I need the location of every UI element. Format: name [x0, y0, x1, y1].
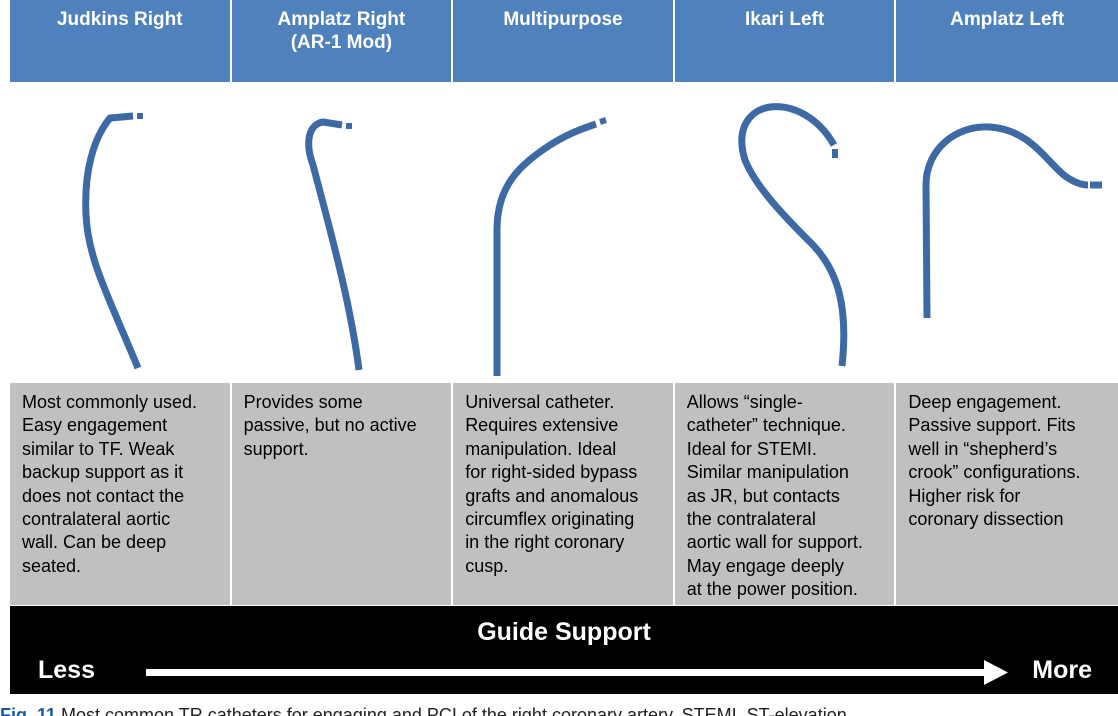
caption-text: Most common TR catheters for engaging an…: [56, 705, 847, 716]
description-multipurpose: Universal catheter. Requires extensive m…: [453, 383, 675, 605]
less-label: Less: [38, 656, 95, 684]
header-line: (AR-1 Mod): [290, 32, 393, 53]
header-multipurpose: Multipurpose: [453, 0, 675, 82]
description-line: well in “shepherd’s: [908, 438, 1058, 459]
more-label: More: [1032, 656, 1092, 684]
description-line: passive, but no active: [243, 415, 417, 436]
arrow-right-icon: [146, 660, 1008, 685]
description-line: Higher risk for: [908, 485, 1021, 506]
header-amplatz-right: Amplatz Right (AR-1 Mod): [231, 0, 454, 82]
judkins-right-catheter-icon: [82, 112, 143, 370]
description-row: Most commonly used. Easy engagement simi…: [10, 383, 1118, 605]
description-amplatz-right: Provides some passive, but no active sup…: [231, 383, 454, 605]
description-line: for right-sided bypass: [465, 462, 638, 483]
description-amplatz-left: Deep engagement. Passive support. Fits w…: [896, 383, 1118, 605]
description-line: aortic wall for support.: [686, 532, 863, 553]
description-line: support.: [243, 438, 309, 459]
header-line: Amplatz Right: [277, 9, 406, 30]
description-line: May engage deeply: [686, 555, 844, 576]
amplatz-left-catheter-icon: [922, 123, 1102, 319]
description-line: coronary dissection: [908, 509, 1064, 530]
description-line: backup support as it: [22, 462, 184, 483]
description-line: Deep engagement.: [908, 392, 1062, 412]
multipurpose-catheter-icon: [493, 117, 607, 376]
description-line: as JR, but contacts: [686, 485, 840, 506]
description-line: cusp.: [465, 555, 509, 576]
description-judkins-right: Most commonly used. Easy engagement simi…: [10, 383, 232, 605]
description-line: does not contact the: [22, 485, 185, 506]
description-line: Allows “single-: [686, 392, 803, 412]
description-line: at the power position.: [686, 579, 858, 600]
description-line: Universal catheter.: [465, 392, 615, 412]
description-line: grafts and anomalous: [465, 485, 639, 506]
header-judkins-right: Judkins Right: [10, 0, 232, 82]
description-line: contralateral aortic: [22, 509, 171, 530]
ikari-left-catheter-icon: [738, 103, 848, 367]
description-line: Most commonly used.: [22, 392, 198, 412]
header-line: Judkins Right: [56, 9, 183, 30]
header-line: Ikari Left: [744, 9, 825, 30]
description-line: circumflex originating: [465, 509, 635, 530]
header-ikari-left: Ikari Left: [674, 0, 897, 82]
description-line: catheter” technique.: [686, 415, 846, 436]
catheter-illustrations: [82, 103, 1102, 376]
description-line: Similar manipulation: [686, 462, 849, 483]
description-line: Ideal for STEMI.: [686, 438, 817, 459]
description-line: Easy engagement: [22, 415, 168, 436]
header-line: Amplatz Left: [950, 9, 1065, 30]
description-line: similar to TF. Weak: [22, 438, 175, 459]
description-line: the contralateral: [686, 509, 816, 530]
header-amplatz-left: Amplatz Left: [896, 0, 1118, 82]
header-line: Multipurpose: [503, 9, 623, 30]
figure-caption: Fig. 11 Most common TR catheters for eng…: [0, 703, 1118, 716]
description-line: manipulation. Ideal: [465, 438, 617, 459]
description-line: seated.: [22, 555, 82, 576]
description-line: wall. Can be deep: [22, 532, 167, 553]
figure-label: Fig. 11: [0, 705, 57, 716]
description-line: in the right coronary: [465, 532, 625, 553]
description-line: Requires extensive: [465, 415, 619, 436]
description-line: Passive support. Fits: [908, 415, 1076, 436]
description-ikari-left: Allows “single- catheter” technique. Ide…: [674, 383, 897, 605]
description-line: crook” configurations.: [908, 462, 1081, 483]
guide-support-title: Guide Support: [477, 618, 651, 646]
description-line: Provides some: [243, 392, 363, 412]
amplatz-right-catheter-icon: [305, 118, 363, 371]
header-row: Judkins Right Amplatz Right (AR-1 Mod) M…: [10, 0, 1118, 82]
guide-support-bar: Guide Support Less More: [10, 606, 1118, 694]
